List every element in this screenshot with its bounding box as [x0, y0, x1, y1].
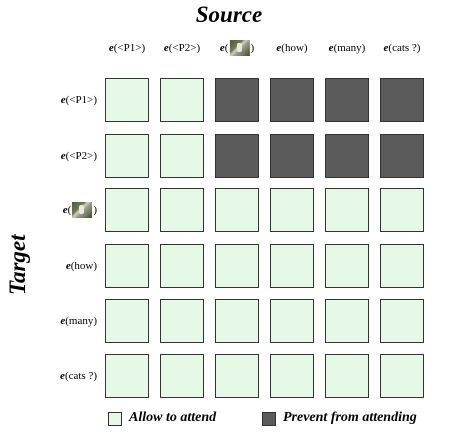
- source-token-label: e(many): [329, 42, 366, 54]
- token-paren-open: (: [224, 41, 229, 54]
- mask-cell-allow: [215, 188, 259, 232]
- mask-cell-allow: [270, 188, 314, 232]
- cat-photo-icon: [72, 202, 93, 218]
- mask-cell-prevent: [215, 78, 259, 122]
- token-paren-close: ): [250, 41, 255, 54]
- token-e-symbol: e: [328, 42, 334, 54]
- mask-cell-allow: [160, 354, 204, 398]
- source-token-label: e(): [220, 40, 254, 56]
- mask-cell-allow: [105, 134, 149, 178]
- token-text: (<P1>): [113, 42, 146, 54]
- mask-cell-prevent: [325, 134, 369, 178]
- mask-cell-allow: [380, 299, 424, 343]
- mask-cell-allow: [105, 188, 149, 232]
- mask-cell-allow: [105, 299, 149, 343]
- mask-cell-allow: [160, 299, 204, 343]
- mask-cell-allow: [325, 244, 369, 288]
- source-title: Source: [195, 2, 263, 27]
- mask-cell-allow: [380, 354, 424, 398]
- legend-allow-swatch: [108, 412, 122, 426]
- mask-cell-prevent: [325, 78, 369, 122]
- source-token-label: e(cats ?): [384, 42, 421, 54]
- token-e-symbol: e: [62, 203, 68, 216]
- mask-cell-allow: [270, 244, 314, 288]
- token-text: (many): [333, 42, 366, 54]
- token-e-symbol: e: [383, 42, 389, 54]
- mask-cell-allow: [215, 354, 259, 398]
- mask-cell-allow: [105, 244, 149, 288]
- mask-cell-prevent: [270, 134, 314, 178]
- mask-cell-prevent: [380, 78, 424, 122]
- legend-prevent-swatch: [262, 412, 276, 426]
- token-text: (<P2>): [168, 42, 201, 54]
- token-paren-close: ): [93, 203, 97, 216]
- token-text: (how): [70, 260, 97, 272]
- token-e-symbol: e: [276, 42, 282, 54]
- cat-photo-icon: [229, 40, 250, 56]
- target-title: Target: [5, 234, 30, 296]
- mask-cell-allow: [215, 299, 259, 343]
- target-token-label: e(<P2>): [61, 150, 97, 162]
- token-paren-open: (: [67, 203, 72, 216]
- mask-cell-allow: [160, 134, 204, 178]
- mask-cell-allow: [380, 188, 424, 232]
- token-e-symbol: e: [163, 42, 169, 54]
- source-token-label: e(how): [276, 42, 307, 54]
- token-text: (how): [281, 42, 308, 54]
- mask-cell-allow: [325, 299, 369, 343]
- mask-cell-allow: [160, 244, 204, 288]
- mask-cell-allow: [105, 78, 149, 122]
- token-text: (many): [65, 315, 97, 327]
- token-text: (<P1>): [65, 94, 97, 106]
- token-e-symbol: e: [60, 315, 66, 327]
- mask-cell-prevent: [215, 134, 259, 178]
- mask-cell-prevent: [380, 134, 424, 178]
- token-e-symbol: e: [60, 150, 66, 162]
- target-token-label: e(<P1>): [61, 94, 97, 106]
- target-token-label: e(many): [60, 315, 97, 327]
- legend-prevent-label: Prevent from attending: [283, 410, 417, 425]
- mask-cell-allow: [215, 244, 259, 288]
- token-e-symbol: e: [219, 41, 225, 54]
- mask-cell-allow: [325, 188, 369, 232]
- target-token-label: e(): [63, 202, 97, 218]
- mask-cell-allow: [105, 354, 149, 398]
- source-token-label: e(<P1>): [109, 42, 145, 54]
- mask-cell-allow: [160, 78, 204, 122]
- mask-cell-allow: [270, 354, 314, 398]
- mask-cell-allow: [380, 244, 424, 288]
- mask-cell-allow: [325, 354, 369, 398]
- token-text: (<P2>): [65, 150, 97, 162]
- legend-allow-label: Allow to attend: [129, 410, 217, 425]
- token-text: (cats ?): [388, 42, 421, 54]
- token-e-symbol: e: [65, 260, 71, 272]
- token-e-symbol: e: [60, 370, 65, 382]
- target-token-label: e(cats ?): [60, 370, 97, 382]
- source-token-label: e(<P2>): [164, 42, 200, 54]
- token-e-symbol: e: [60, 94, 66, 106]
- token-e-symbol: e: [108, 42, 114, 54]
- target-token-label: e(how): [66, 260, 97, 272]
- mask-cell-allow: [160, 188, 204, 232]
- mask-cell-prevent: [270, 78, 314, 122]
- mask-cell-allow: [270, 299, 314, 343]
- token-text: (cats ?): [64, 370, 97, 382]
